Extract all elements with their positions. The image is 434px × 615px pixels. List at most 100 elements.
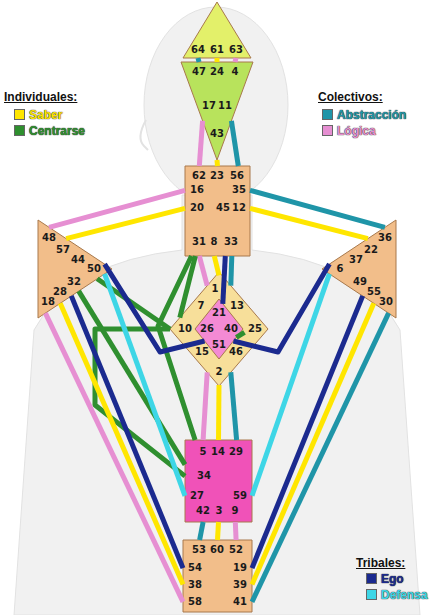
gate-number: 43 xyxy=(210,128,224,140)
gate-number: 25 xyxy=(248,323,262,335)
gate-number: 20 xyxy=(190,202,204,214)
channel-line xyxy=(60,303,183,584)
gate-number: 17 xyxy=(202,100,216,112)
legend-entry: Ego xyxy=(366,572,404,586)
legend-swatch xyxy=(322,109,333,120)
channel-line xyxy=(218,522,219,540)
legend-swatch xyxy=(14,109,25,120)
group-heading: Colectivos: xyxy=(318,90,383,104)
gate-number: 56 xyxy=(230,170,244,182)
gate-number: 30 xyxy=(379,296,393,308)
nose-outline xyxy=(140,120,148,150)
gate-number: 27 xyxy=(190,490,204,502)
gate-number: 6 xyxy=(337,263,344,275)
channel-line xyxy=(203,372,207,440)
gate-number: 12 xyxy=(232,202,246,214)
gate-number: 64 xyxy=(191,44,205,56)
gate-number: 58 xyxy=(188,596,202,608)
gate-number: 39 xyxy=(233,579,247,591)
channel-line xyxy=(158,256,195,440)
center-shape xyxy=(195,299,243,359)
channel-line xyxy=(97,279,170,329)
channel-line xyxy=(250,208,368,238)
gate-number: 5 xyxy=(200,446,207,458)
legend-entry: Lógica xyxy=(322,124,376,138)
gate-number: 45 xyxy=(216,202,230,214)
channel-line xyxy=(235,58,236,62)
channel-line xyxy=(199,121,202,166)
channel-line xyxy=(223,256,226,304)
gate-number: 50 xyxy=(87,263,101,275)
channel-line xyxy=(105,274,185,496)
legend-entry: Abstracción xyxy=(322,108,406,122)
gate-number: 18 xyxy=(41,296,55,308)
channel-line xyxy=(252,274,329,496)
energy-center: 3622376495530 xyxy=(322,220,396,318)
channel-line xyxy=(236,332,244,337)
gate-number: 53 xyxy=(192,544,206,556)
channel-line xyxy=(79,291,185,465)
gate-number: 46 xyxy=(229,346,243,358)
gate-number: 35 xyxy=(232,184,246,196)
gate-number: 47 xyxy=(192,66,206,78)
legend-swatch xyxy=(366,573,377,584)
gate-number: 34 xyxy=(197,470,211,482)
gate-number: 10 xyxy=(178,323,192,335)
group-heading: Tribales: xyxy=(356,556,405,570)
legend-entry: Saber xyxy=(14,108,62,122)
energy-center: 646163 xyxy=(183,2,251,58)
legend-entry: Defensa xyxy=(366,588,428,602)
gate-number: 40 xyxy=(224,323,238,335)
channel-line xyxy=(71,296,183,568)
energy-center: 514293427594239 xyxy=(185,440,252,522)
legend-swatch xyxy=(14,125,25,136)
center-shape xyxy=(185,166,250,256)
channel-line xyxy=(45,313,183,602)
gate-number: 36 xyxy=(378,232,392,244)
gate-number: 37 xyxy=(349,254,363,266)
channel-line xyxy=(215,58,220,62)
group-heading: Individuales: xyxy=(4,90,77,104)
channel-line xyxy=(180,256,196,318)
channel-line xyxy=(198,58,199,62)
legend-text: Ego xyxy=(381,572,404,586)
gate-number: 63 xyxy=(229,44,243,56)
gate-number: 49 xyxy=(353,276,367,288)
gate-number: 1 xyxy=(212,283,219,295)
gate-number: 57 xyxy=(56,244,70,256)
gate-number: 38 xyxy=(188,579,202,591)
channel-line xyxy=(231,372,237,440)
gate-number: 62 xyxy=(192,170,206,182)
gate-number: 4 xyxy=(232,66,239,78)
gate-number: 3 xyxy=(216,505,223,517)
channel-line xyxy=(215,160,221,166)
gate-number: 28 xyxy=(53,286,67,298)
gate-number: 32 xyxy=(67,276,81,288)
energy-center: 47 24 4 1711 43 xyxy=(181,62,253,160)
channel-line xyxy=(199,256,207,286)
center-shape xyxy=(181,62,253,160)
gate-number: 33 xyxy=(224,236,238,248)
channel-line xyxy=(105,264,205,352)
channel-line xyxy=(250,190,385,227)
gate-number: 15 xyxy=(195,346,209,358)
channel-line xyxy=(233,522,239,540)
gate-number: 13 xyxy=(230,300,244,312)
gate-number: 24 xyxy=(210,66,224,78)
channel-line xyxy=(231,121,238,166)
gate-number: 55 xyxy=(367,286,381,298)
gate-number: 16 xyxy=(190,184,204,196)
gate-number: 11 xyxy=(218,100,232,112)
legend-text: Defensa xyxy=(381,588,428,602)
center-shape xyxy=(38,220,112,318)
legend-text: Centrarse xyxy=(29,124,85,138)
channel-line xyxy=(233,264,329,352)
center-shape xyxy=(183,540,252,612)
gate-number: 14 xyxy=(211,446,225,458)
gate-number: 60 xyxy=(210,544,224,556)
channel-line xyxy=(95,329,185,476)
gate-number: 21 xyxy=(212,307,226,319)
gate-number: 44 xyxy=(71,254,85,266)
gate-number: 52 xyxy=(229,544,243,556)
gate-number: 26 xyxy=(200,323,214,335)
